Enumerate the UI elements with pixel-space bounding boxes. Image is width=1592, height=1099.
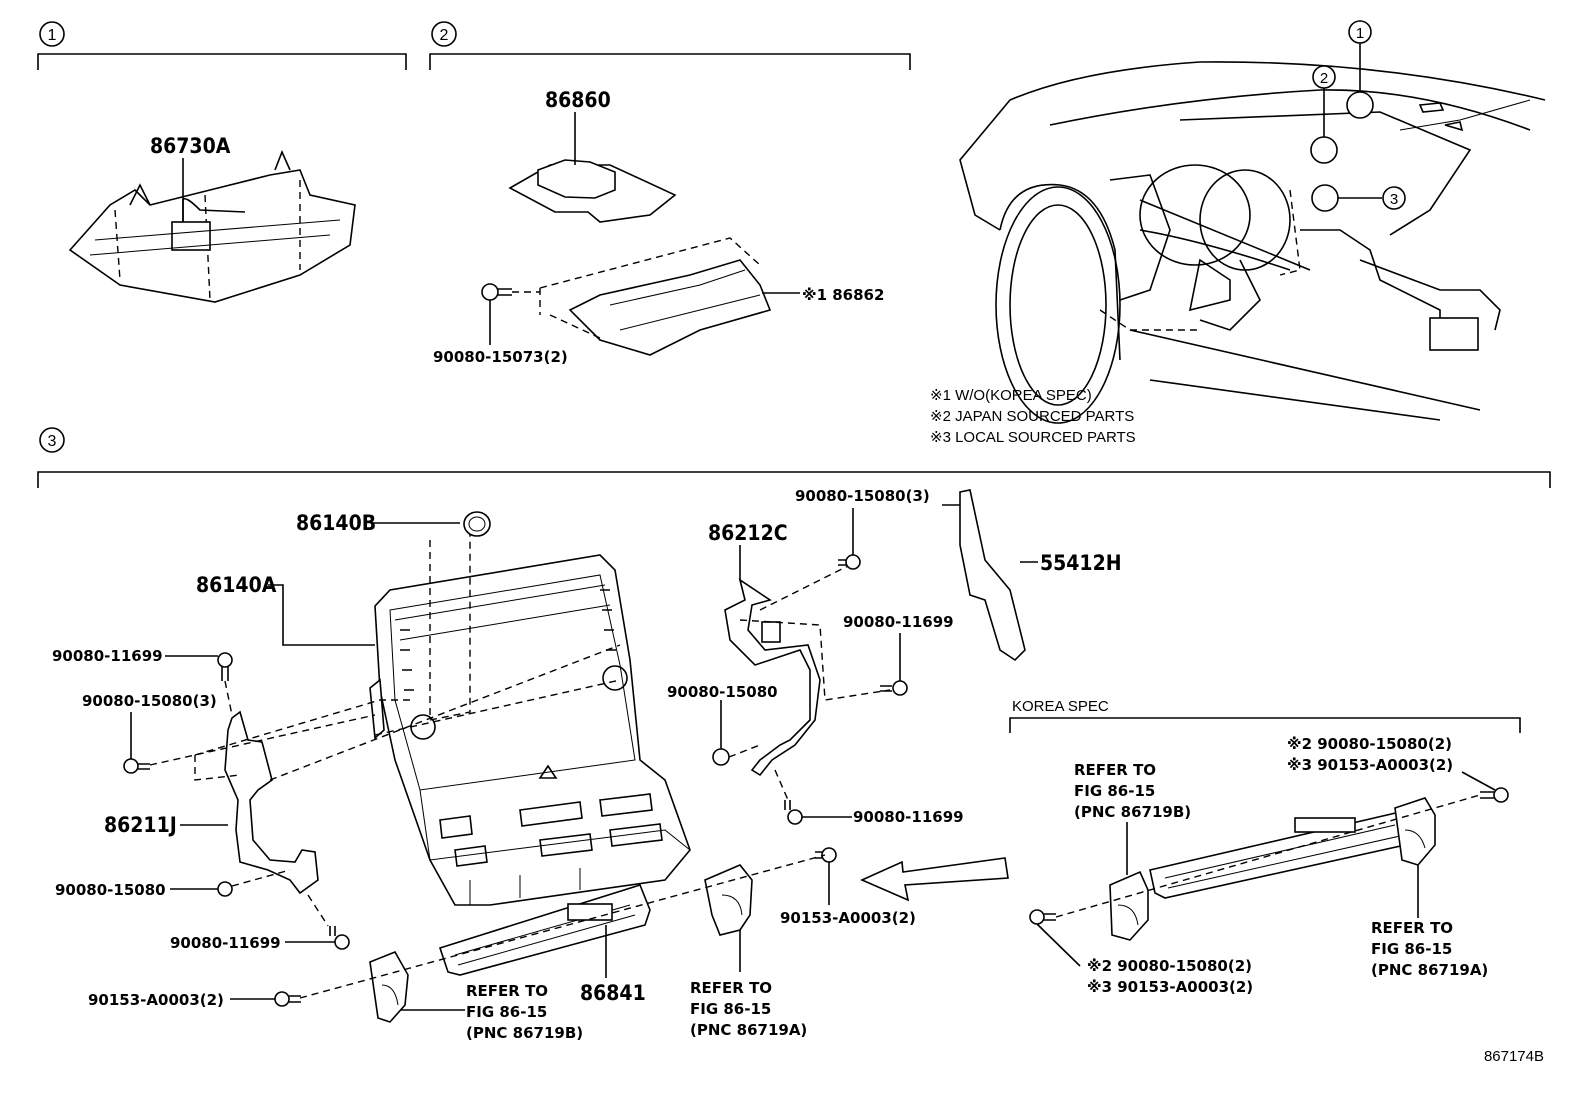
refer-block-2: REFER TO FIG 86-15 (PNC 86719A) xyxy=(690,979,807,1039)
bracket-86862: ※1 86862 xyxy=(539,237,884,356)
part-label-90080-11699-left: 90080-11699 xyxy=(52,647,163,665)
part-label-90080-15080-3-left: 90080-15080(3) xyxy=(82,692,217,710)
note-2: ※2 JAPAN SOURCED PARTS xyxy=(930,408,1134,425)
korea-label-top-2: ※3 90153-A0003(2) xyxy=(1287,756,1453,774)
section-1-bracket: 1 xyxy=(37,21,407,70)
callout-3-number: 3 xyxy=(1390,191,1398,208)
callout-3: 3 xyxy=(1382,186,1406,210)
korea-spec-label: KOREA SPEC xyxy=(1012,698,1109,715)
refer-2-line-1: REFER TO xyxy=(690,979,772,997)
part-label-90080-11699-bottom: 90080-11699 xyxy=(170,934,281,952)
refer-2-line-2: FIG 86-15 xyxy=(690,1000,771,1018)
korea-label-top-1: ※2 90080-15080(2) xyxy=(1287,735,1452,753)
korea-refer-block-2: REFER TO FIG 86-15 (PNC 86719A) xyxy=(1371,919,1488,979)
part-label-55412H: 55412H xyxy=(1040,551,1122,575)
part-label-86730A: 86730A xyxy=(150,134,231,158)
module-86860: 86860 xyxy=(508,88,677,223)
note-1: ※1 W/O(KOREA SPEC) xyxy=(930,387,1092,404)
screw-90080-15080-mid: 90080-15080 xyxy=(667,683,778,766)
figure-id: 867174B xyxy=(1484,1048,1544,1065)
display-unit-86140A: 86140B 86140A xyxy=(196,511,691,906)
korea-refer-block-1: REFER TO FIG 86-15 (PNC 86719B) xyxy=(1074,761,1191,875)
screw-90080-15073: 90080-15073(2) xyxy=(433,283,568,366)
korea-spec-bracket xyxy=(1009,717,1521,733)
part-label-86211J: 86211J xyxy=(104,813,177,837)
callout-1-number: 1 xyxy=(1356,25,1364,42)
korea-top-labels: ※2 90080-15080(2) ※3 90153-A0003(2) xyxy=(1287,735,1496,791)
part-label-86212C: 86212C xyxy=(708,521,788,545)
korea-label-bottom-1: ※2 90080-15080(2) xyxy=(1087,957,1252,975)
part-label-86140A: 86140A xyxy=(196,573,277,597)
vehicle-interior-view xyxy=(959,43,1546,424)
refer-3-line-1: REFER TO xyxy=(1074,761,1156,779)
refer-1-line-2: FIG 86-15 xyxy=(466,1003,547,1021)
screw-90080-11699-left: 90080-11699 xyxy=(52,647,233,716)
part-label-90153-A0003-left: 90153-A0003(2) xyxy=(88,991,224,1009)
korea-bottom-labels: ※2 90080-15080(2) ※3 90153-A0003(2) xyxy=(1087,957,1253,996)
part-label-90080-15080-left2: 90080-15080 xyxy=(55,881,166,899)
refer-3-line-3: (PNC 86719B) xyxy=(1074,803,1191,821)
screw-90080-15080-left2: 90080-15080 xyxy=(55,869,291,899)
section-1-number: 1 xyxy=(48,27,57,44)
screw-90080-15080-top: 90080-15080(3) xyxy=(795,487,930,570)
bracket-mid-bottom xyxy=(704,864,753,972)
part-label-86841: 86841 xyxy=(580,981,646,1005)
screw-90080-11699-bottom: 90080-11699 xyxy=(170,894,350,952)
korea-unit xyxy=(1029,787,1509,967)
part-label-90080-11699-right: 90080-11699 xyxy=(843,613,954,631)
refer-4-line-2: FIG 86-15 xyxy=(1371,940,1452,958)
screw-90153-A0003-mid: 90153-A0003(2) xyxy=(780,847,916,927)
screw-90080-15080-3-left: 90080-15080(3) xyxy=(82,692,217,774)
direction-arrow xyxy=(860,857,1009,902)
callout-2: 2 xyxy=(1312,65,1336,89)
screw-90153-A0003-left: 90153-A0003(2) xyxy=(88,991,301,1009)
section-2-number: 2 xyxy=(440,27,449,44)
part-label-86860: 86860 xyxy=(545,88,611,112)
refer-1-line-3: (PNC 86719B) xyxy=(466,1024,583,1042)
section-2-bracket: 2 xyxy=(429,21,911,70)
refer-2-line-3: (PNC 86719A) xyxy=(690,1021,807,1039)
bracket-left-bottom xyxy=(369,950,465,1023)
section-3-number: 3 xyxy=(48,433,57,450)
screw-90080-11699-right: 90080-11699 xyxy=(843,613,954,696)
bracket-86212C: 86212C xyxy=(708,521,891,777)
screw-90080-11699-mid: 90080-11699 xyxy=(774,769,964,826)
korea-label-bottom-2: ※3 90153-A0003(2) xyxy=(1087,978,1253,996)
refer-1-line-1: REFER TO xyxy=(466,982,548,1000)
axis-line-bottom xyxy=(299,854,826,999)
part-label-90080-11699-mid: 90080-11699 xyxy=(853,808,964,826)
panel-55412H: 55412H xyxy=(942,489,1122,662)
overhead-console-86730A: 86730A xyxy=(68,134,356,303)
part-label-90080-15080-mid: 90080-15080 xyxy=(667,683,778,701)
refer-3-line-2: FIG 86-15 xyxy=(1074,782,1155,800)
bracket-86211J: 86211J xyxy=(104,644,621,895)
note-3: ※3 LOCAL SOURCED PARTS xyxy=(930,429,1136,446)
knob-86140B xyxy=(463,511,491,537)
callout-1: 1 xyxy=(1348,20,1372,44)
part-label-90080-15080-3-top: 90080-15080(3) xyxy=(795,487,930,505)
refer-block-1: REFER TO FIG 86-15 (PNC 86719B) xyxy=(466,982,583,1042)
refer-4-line-1: REFER TO xyxy=(1371,919,1453,937)
part-label-86140B: 86140B xyxy=(296,511,376,535)
part-label-90080-15073: 90080-15073(2) xyxy=(433,348,568,366)
callout-2-number: 2 xyxy=(1320,70,1328,87)
part-label-86862: ※1 86862 xyxy=(802,286,884,304)
refer-4-line-3: (PNC 86719A) xyxy=(1371,961,1488,979)
unit-86841: 86841 xyxy=(438,884,651,1005)
section-3-bracket: 3 xyxy=(37,427,1551,488)
part-label-90153-A0003-mid: 90153-A0003(2) xyxy=(780,909,916,927)
